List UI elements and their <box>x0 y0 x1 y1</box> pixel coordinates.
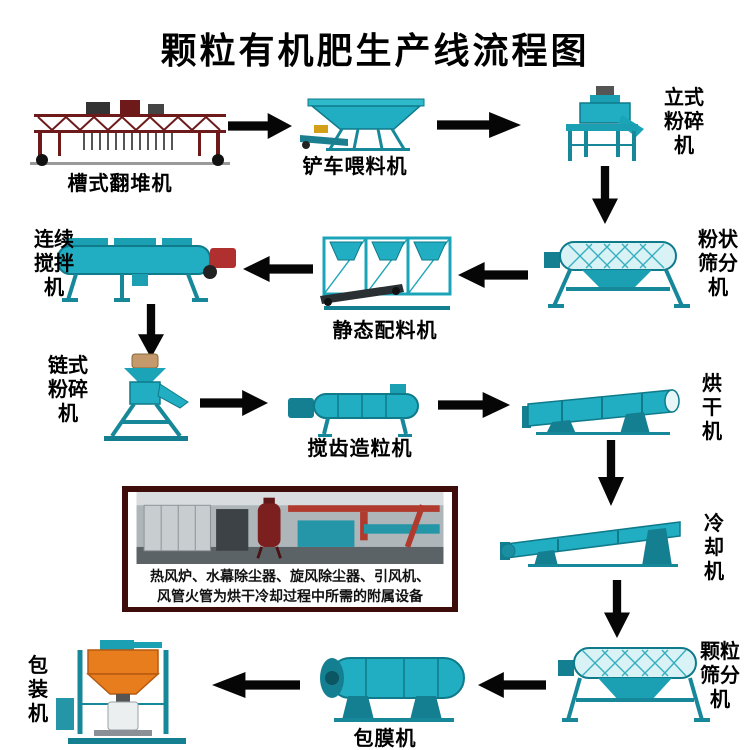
static-batcher-image <box>320 236 452 310</box>
powder-screener-image <box>544 241 690 308</box>
auxiliary-note: 热风炉、水幕除尘器、旋风除尘器、引风机、 风管火管为烘干冷却过程中所需的附属设备 <box>128 564 452 607</box>
flow-arrow-right-3 <box>200 390 268 416</box>
flow-arrow-down-3 <box>598 440 624 506</box>
auxiliary-photo: 热风炉、水幕除尘器、旋风除尘器、引风机、 风管火管为烘干冷却过程中所需的附属设备 <box>122 486 458 612</box>
continuous-mixer-figure <box>52 226 242 304</box>
powder-screener-label: 粉状筛分机 <box>698 229 738 299</box>
continuous-mixer-label: 连续搅拌机 <box>34 229 74 299</box>
trough-turner-figure <box>28 92 233 170</box>
granule-screener-figure <box>554 636 714 724</box>
loader-feeder-label: 铲车喂料机 <box>302 156 408 178</box>
flow-arrow-down-4 <box>604 580 630 638</box>
vertical-crusher-image <box>566 86 644 161</box>
vertical-crusher-figure <box>552 84 660 164</box>
dryer-figure <box>522 376 694 436</box>
granule-screener-label: 颗粒筛分机 <box>700 641 740 711</box>
tooth-granulator-image <box>288 384 419 437</box>
chain-crusher-label: 链式粉碎机 <box>48 355 88 425</box>
chain-crusher-image <box>104 353 189 441</box>
cooler-figure <box>498 504 696 576</box>
coating-machine-label: 包膜机 <box>353 728 417 750</box>
auxiliary-note-line1: 热风炉、水幕除尘器、旋风除尘器、引风机、 <box>150 568 430 584</box>
trough-turner-label: 槽式翻堆机 <box>67 173 173 195</box>
powder-screener-figure <box>542 226 692 310</box>
flow-arrow-left-2 <box>243 256 313 282</box>
auxiliary-note-line2: 风管火管为烘干冷却过程中所需的附属设备 <box>157 588 423 605</box>
granule-screener-image <box>558 647 710 722</box>
coating-machine-image <box>320 657 465 722</box>
continuous-mixer-image <box>57 238 236 302</box>
packing-machine-figure <box>48 638 206 750</box>
flow-arrow-right-2 <box>437 112 521 138</box>
flow-arrow-right-4 <box>438 392 510 418</box>
tooth-granulator-figure <box>286 382 434 438</box>
dryer-label: 烘干机 <box>702 373 722 443</box>
dryer-image <box>522 389 680 435</box>
cooler-image <box>500 521 681 567</box>
packing-machine-label: 包装机 <box>28 655 48 725</box>
trough-turner-image <box>30 100 230 166</box>
vertical-crusher-label: 立式粉碎机 <box>664 87 704 157</box>
tooth-granulator-label: 搅齿造粒机 <box>307 438 413 460</box>
loader-feeder-image <box>300 98 425 151</box>
coating-machine-figure <box>304 648 476 726</box>
flow-arrow-left-4 <box>212 672 300 698</box>
static-batcher-label: 静态配料机 <box>332 320 438 342</box>
auxiliary-photo-image <box>136 492 444 564</box>
flow-arrow-left-1 <box>458 262 528 288</box>
flow-arrow-down-1 <box>592 166 618 224</box>
packing-machine-image <box>56 640 186 744</box>
loader-feeder-figure <box>298 95 436 153</box>
diagram-title: 颗粒有机肥生产线流程图 <box>160 30 590 71</box>
cooler-label: 冷却机 <box>704 513 724 583</box>
flow-arrow-down-2 <box>138 304 164 358</box>
flow-arrow-left-3 <box>478 672 546 698</box>
chain-crusher-figure <box>92 352 200 444</box>
flow-arrow-right-1 <box>228 113 292 139</box>
static-batcher-figure <box>318 234 456 314</box>
